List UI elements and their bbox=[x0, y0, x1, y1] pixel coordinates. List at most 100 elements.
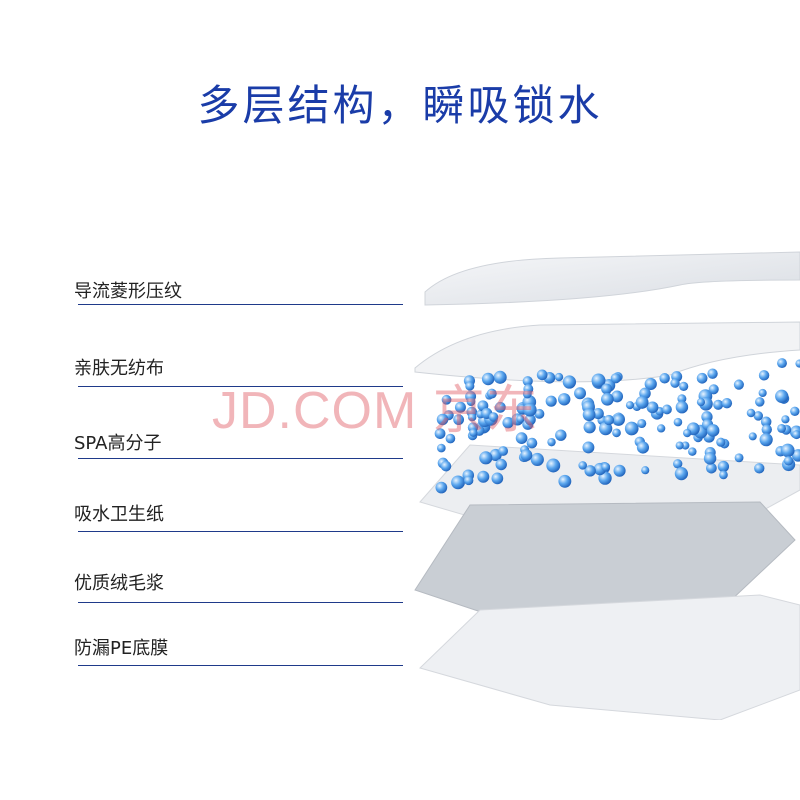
sap-bead bbox=[748, 432, 757, 441]
sap-bead bbox=[707, 368, 718, 379]
sap-bead bbox=[481, 372, 495, 386]
layer-label-tissue: 吸水卫生纸 bbox=[74, 504, 164, 525]
sap-bead bbox=[530, 452, 544, 467]
sap-bead bbox=[635, 395, 649, 409]
sap-bead bbox=[675, 400, 689, 414]
sap-bead bbox=[558, 393, 571, 406]
divider-line bbox=[78, 665, 403, 666]
layer-embossed-top bbox=[424, 251, 800, 306]
sap-bead bbox=[466, 397, 476, 407]
sap-bead bbox=[681, 441, 690, 450]
sap-bead bbox=[713, 399, 724, 410]
watermark: JD.COM 京东 bbox=[212, 382, 539, 440]
sap-bead bbox=[636, 441, 650, 454]
sap-bead bbox=[555, 429, 567, 441]
sap-bead bbox=[780, 443, 795, 458]
sap-bead bbox=[760, 416, 772, 428]
sap-bead bbox=[578, 461, 587, 470]
sap-bead bbox=[783, 456, 794, 466]
sap-bead bbox=[467, 412, 477, 422]
sap-bead bbox=[662, 404, 672, 415]
divider-line bbox=[78, 531, 403, 532]
sap-bead bbox=[463, 475, 474, 486]
sap-bead bbox=[574, 387, 587, 400]
sap-bead bbox=[717, 460, 730, 473]
sap-bead bbox=[522, 389, 532, 399]
sap-bead bbox=[792, 430, 800, 440]
sap-bead bbox=[493, 370, 507, 384]
sap-bead bbox=[719, 470, 728, 480]
sap-bead bbox=[673, 459, 683, 469]
sap-bead bbox=[516, 414, 525, 423]
divider-line bbox=[78, 304, 403, 305]
sap-bead bbox=[703, 452, 717, 465]
sap-bead bbox=[758, 370, 770, 381]
divider-line bbox=[78, 386, 403, 387]
sap-bead bbox=[659, 373, 670, 384]
sap-bead bbox=[674, 466, 689, 481]
layer-label-fluff-pulp: 优质绒毛浆 bbox=[74, 573, 164, 594]
sap-bead bbox=[625, 401, 635, 410]
sap-bead bbox=[758, 388, 767, 398]
layer-label-embossing: 导流菱形压纹 bbox=[74, 281, 182, 302]
sap-bead bbox=[781, 415, 790, 424]
sap-bead bbox=[554, 372, 564, 382]
sap-bead bbox=[547, 437, 556, 447]
sap-bead bbox=[584, 465, 596, 477]
sap-bead bbox=[612, 428, 621, 438]
sap-bead bbox=[677, 394, 687, 404]
sap-bead bbox=[523, 403, 537, 417]
sap-beads bbox=[434, 358, 800, 494]
sap-bead bbox=[683, 428, 692, 438]
sap-bead bbox=[734, 453, 744, 463]
sap-bead bbox=[624, 421, 639, 436]
sap-bead bbox=[520, 449, 533, 462]
sap-bead bbox=[708, 384, 719, 395]
sap-bead bbox=[515, 432, 528, 444]
sap-bead bbox=[591, 373, 606, 388]
sap-bead bbox=[583, 421, 596, 434]
sap-bead bbox=[754, 463, 765, 474]
sap-bead bbox=[656, 424, 666, 433]
sap-bead bbox=[582, 408, 596, 422]
sap-bead bbox=[721, 398, 733, 409]
sap-bead bbox=[526, 437, 538, 449]
sap-bead bbox=[716, 437, 726, 447]
sap-bead bbox=[558, 474, 572, 488]
sap-bead bbox=[613, 414, 625, 426]
sap-bead bbox=[613, 464, 626, 477]
sap-bead bbox=[761, 424, 772, 435]
layer-pe-film bbox=[419, 594, 800, 720]
sap-bead bbox=[437, 443, 446, 453]
sap-bead bbox=[435, 481, 448, 494]
sap-bead bbox=[440, 460, 452, 472]
sap-bead bbox=[675, 441, 684, 450]
sap-bead bbox=[477, 470, 490, 483]
sap-bead bbox=[592, 407, 604, 420]
layer-label-pe-film: 防漏PE底膜 bbox=[74, 638, 169, 659]
divider-line bbox=[78, 458, 403, 459]
sap-bead bbox=[637, 418, 647, 429]
divider-line bbox=[78, 602, 403, 603]
sap-bead bbox=[534, 408, 545, 419]
sap-bead bbox=[441, 394, 452, 405]
sap-bead bbox=[603, 414, 615, 426]
sap-bead bbox=[486, 388, 497, 399]
sap-bead bbox=[498, 446, 509, 456]
sap-bead bbox=[706, 462, 717, 474]
sap-bead bbox=[524, 414, 536, 426]
sap-bead bbox=[601, 392, 614, 406]
sap-bead bbox=[451, 475, 465, 490]
sap-bead bbox=[753, 411, 763, 421]
layer-label-nonwoven: 亲肤无纺布 bbox=[74, 358, 164, 379]
sap-bead bbox=[641, 466, 650, 475]
sap-bead bbox=[601, 462, 611, 472]
sap-bead bbox=[536, 369, 548, 381]
sap-bead bbox=[777, 424, 787, 433]
sap-bead bbox=[488, 412, 499, 422]
sap-bead bbox=[522, 376, 533, 387]
sap-bead bbox=[582, 441, 595, 454]
sap-bead bbox=[562, 375, 577, 389]
sap-bead bbox=[610, 373, 621, 384]
sap-bead bbox=[688, 447, 697, 456]
